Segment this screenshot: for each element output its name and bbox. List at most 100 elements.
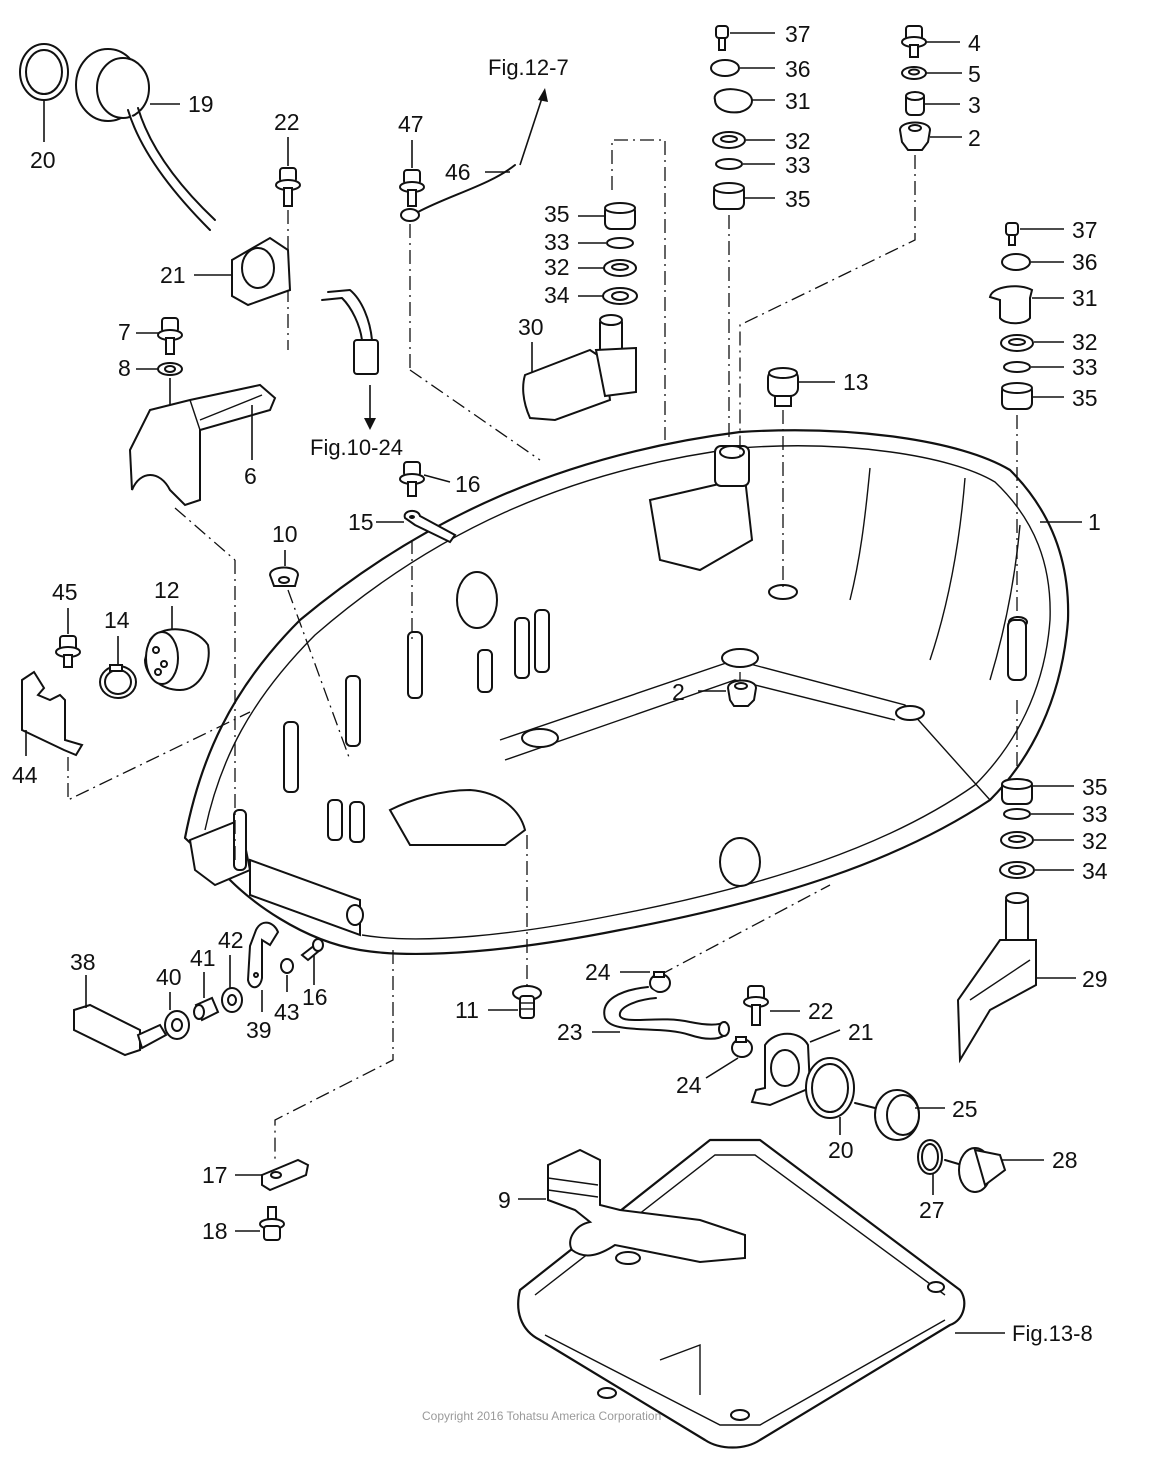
plate-part-36a[interactable] — [710, 59, 740, 77]
grommet-ring-part-20[interactable] — [19, 43, 69, 101]
fig-ref-12-7[interactable]: Fig.12-7 — [488, 55, 569, 80]
screw-part-37b[interactable] — [1005, 222, 1019, 246]
callout-33a: 33 — [544, 229, 570, 255]
bracket-part-9[interactable] — [547, 1148, 746, 1265]
seal-part-32a[interactable] — [603, 259, 637, 277]
bolt-part-22a[interactable] — [275, 167, 301, 207]
bolt-part-45[interactable] — [55, 635, 81, 668]
hose-clamp-part-24b[interactable] — [731, 1036, 753, 1058]
bracket-part-44[interactable] — [21, 670, 84, 757]
screw-part-37a[interactable] — [715, 25, 729, 51]
washer-part-40[interactable] — [164, 1010, 190, 1040]
callout-33c: 33 — [1072, 354, 1098, 380]
bolt-part-4[interactable] — [901, 25, 927, 58]
seal-part-32c[interactable] — [1000, 334, 1034, 352]
terminal-part-15[interactable] — [403, 510, 457, 544]
lower-pan-fig-13-8[interactable] — [517, 1138, 966, 1449]
grommet-bracket-part-21a[interactable] — [231, 236, 292, 307]
o-ring-part-33d[interactable] — [1003, 808, 1031, 820]
washer-part-5[interactable] — [901, 66, 927, 80]
callout-37b: 37 — [1072, 217, 1098, 243]
o-ring-part-27[interactable] — [917, 1139, 943, 1175]
plate-part-36b[interactable] — [1001, 253, 1031, 271]
latch-handle-part-30[interactable] — [522, 314, 637, 422]
connector-part-12[interactable] — [143, 628, 210, 692]
callout-39: 39 — [246, 1017, 272, 1043]
o-ring-part-33b[interactable] — [715, 158, 743, 170]
nut-plate-part-17[interactable] — [261, 1158, 310, 1192]
grommet-part-2a[interactable] — [898, 121, 932, 151]
washer-part-43[interactable] — [280, 958, 294, 974]
o-ring-part-33c[interactable] — [1003, 361, 1031, 373]
washer-part-42[interactable] — [221, 987, 243, 1013]
callout-24b: 24 — [676, 1072, 702, 1098]
washer-part-34a[interactable] — [602, 287, 638, 305]
callout-13: 13 — [843, 369, 869, 395]
bushing-part-35a[interactable] — [604, 202, 636, 230]
fig-ref-10-24[interactable]: Fig.10-24 — [310, 435, 403, 460]
bushing-part-35b[interactable] — [713, 182, 745, 210]
callout-6: 6 — [244, 463, 257, 489]
bottom-cowl-part-1[interactable] — [183, 429, 1070, 955]
callout-42: 42 — [218, 927, 244, 953]
plug-part-13[interactable] — [767, 367, 799, 407]
callout-11: 11 — [455, 997, 479, 1023]
cap-part-28[interactable] — [944, 1147, 1007, 1193]
grommet-part-2b[interactable] — [726, 679, 758, 707]
lever-part-31b[interactable] — [988, 285, 1034, 325]
bushing-part-35d[interactable] — [1001, 778, 1033, 805]
hose-clamp-part-24a[interactable] — [649, 971, 671, 993]
o-ring-part-33a[interactable] — [606, 237, 634, 249]
callout-46: 46 — [445, 159, 471, 185]
callout-36a: 36 — [785, 56, 811, 82]
callout-2a: 2 — [968, 125, 981, 151]
callout-47: 47 — [398, 111, 424, 137]
washer-part-8[interactable] — [157, 362, 183, 376]
callout-20b: 20 — [828, 1137, 854, 1163]
hose-clamp-part-14[interactable] — [99, 664, 137, 699]
callout-31a: 31 — [785, 88, 811, 114]
latch-handle-part-29[interactable] — [956, 892, 1037, 1064]
hose-part-23[interactable] — [603, 986, 730, 1040]
collar-part-3[interactable] — [905, 91, 925, 116]
grommet-cap-part-19[interactable] — [75, 48, 216, 231]
seal-part-32d[interactable] — [1000, 831, 1034, 849]
bracket-part-6[interactable] — [128, 383, 277, 507]
drain-screw-part-11[interactable] — [512, 985, 542, 1019]
bolt-part-16a[interactable] — [399, 461, 425, 497]
collar-part-41[interactable] — [193, 996, 220, 1022]
lever-part-38[interactable] — [73, 1003, 168, 1057]
grommet-part-25[interactable] — [854, 1089, 920, 1141]
bolt-part-47[interactable] — [399, 169, 425, 207]
hook-part-39[interactable] — [246, 921, 280, 989]
callout-27: 27 — [919, 1197, 945, 1223]
callout-15: 15 — [348, 509, 374, 535]
seal-part-32b[interactable] — [712, 131, 746, 149]
ground-wire-part-46[interactable] — [400, 164, 516, 222]
bolt-part-7[interactable] — [157, 317, 183, 355]
grommet-part-10[interactable] — [268, 566, 300, 587]
callout-23: 23 — [557, 1019, 583, 1045]
lever-part-31a[interactable] — [713, 88, 753, 114]
callout-44: 44 — [12, 762, 38, 788]
callout-36b: 36 — [1072, 249, 1098, 275]
callout-32a: 32 — [544, 254, 570, 280]
bolt-part-22b[interactable] — [743, 985, 769, 1026]
callout-16b: 16 — [302, 984, 328, 1010]
bolt-part-18[interactable] — [259, 1206, 285, 1241]
grommet-ring-part-20b[interactable] — [805, 1057, 855, 1119]
cable-connector — [321, 289, 379, 375]
screw-part-16b[interactable] — [300, 938, 324, 962]
washer-part-34b[interactable] — [999, 861, 1035, 879]
callout-4: 4 — [968, 30, 981, 56]
callout-9: 9 — [498, 1187, 511, 1213]
callout-35d: 35 — [1082, 774, 1108, 800]
bushing-part-35c[interactable] — [1001, 382, 1033, 410]
callout-35a: 35 — [544, 201, 570, 227]
callout-40: 40 — [156, 964, 182, 990]
fig-ref-13-8[interactable]: Fig.13-8 — [1012, 1321, 1093, 1346]
arrow-fig-12-7 — [519, 94, 544, 166]
grommet-bracket-part-21b[interactable] — [750, 1032, 812, 1107]
callout-32c: 32 — [1072, 329, 1098, 355]
callout-45: 45 — [52, 579, 78, 605]
